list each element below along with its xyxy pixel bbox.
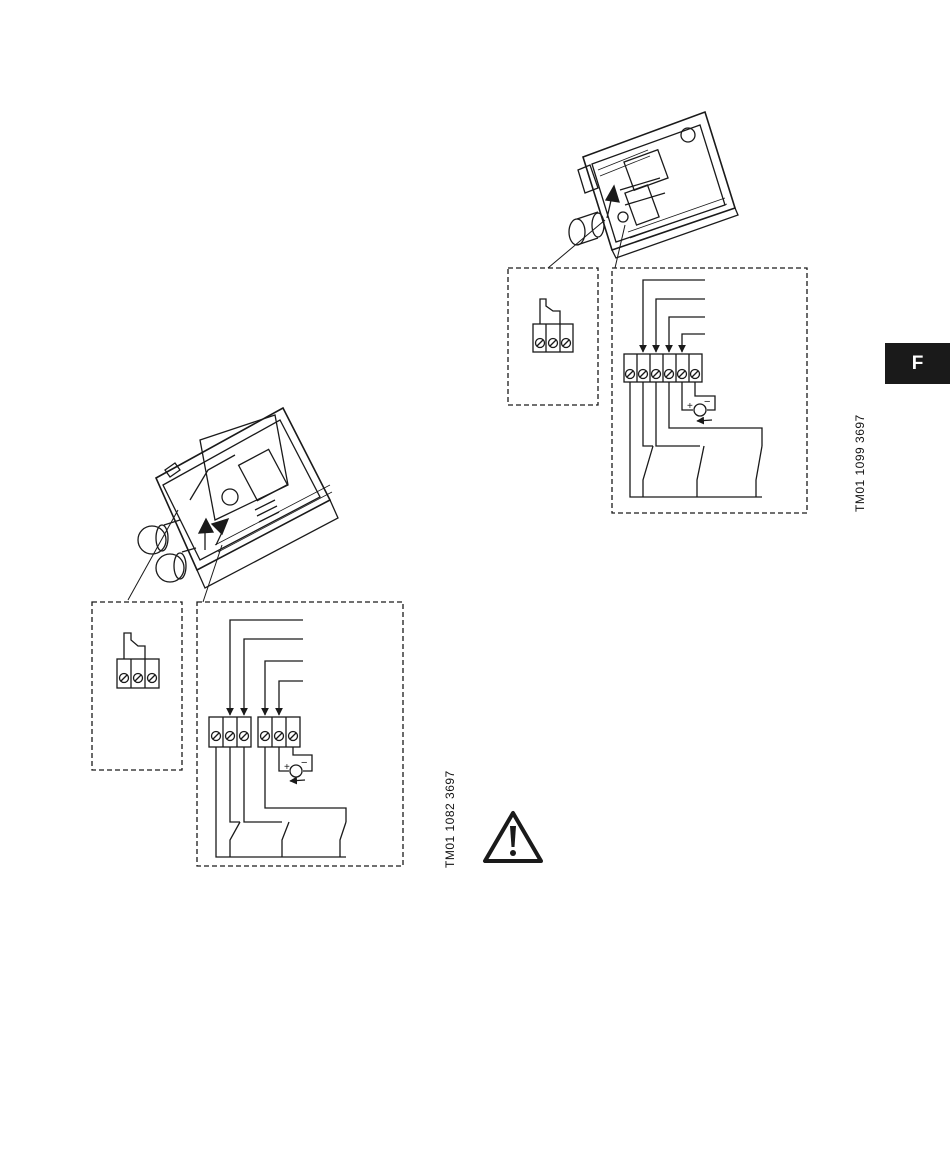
right-plus-symbol: +	[687, 401, 693, 412]
right-relay-terminal-block	[533, 299, 573, 352]
right-drawing-code: TM01 1099 3697	[853, 414, 867, 512]
right-figure	[508, 112, 807, 513]
warning-triangle-icon	[485, 813, 541, 861]
right-minus-symbol: −	[704, 396, 710, 408]
right-signal-wires	[643, 280, 705, 352]
left-minus-symbol: −	[301, 757, 307, 769]
left-signal-wires	[230, 620, 303, 715]
left-terminal-block-a	[209, 717, 251, 747]
right-relay-box	[508, 268, 598, 405]
right-device-housing	[548, 112, 738, 268]
left-drawing-code: TM01 1082 3697	[443, 770, 457, 868]
left-device-housing	[128, 408, 338, 602]
left-figure	[92, 408, 403, 866]
left-relay-terminal-block	[117, 633, 159, 688]
left-terminal-block-b	[258, 717, 300, 747]
right-wiring-box	[612, 268, 807, 513]
left-plus-symbol: +	[284, 762, 290, 773]
right-terminal-block	[624, 354, 702, 382]
section-tab-f: F	[885, 343, 950, 384]
left-switch-wires	[216, 747, 346, 857]
right-switch-wires	[630, 382, 762, 497]
left-relay-box	[92, 602, 182, 770]
